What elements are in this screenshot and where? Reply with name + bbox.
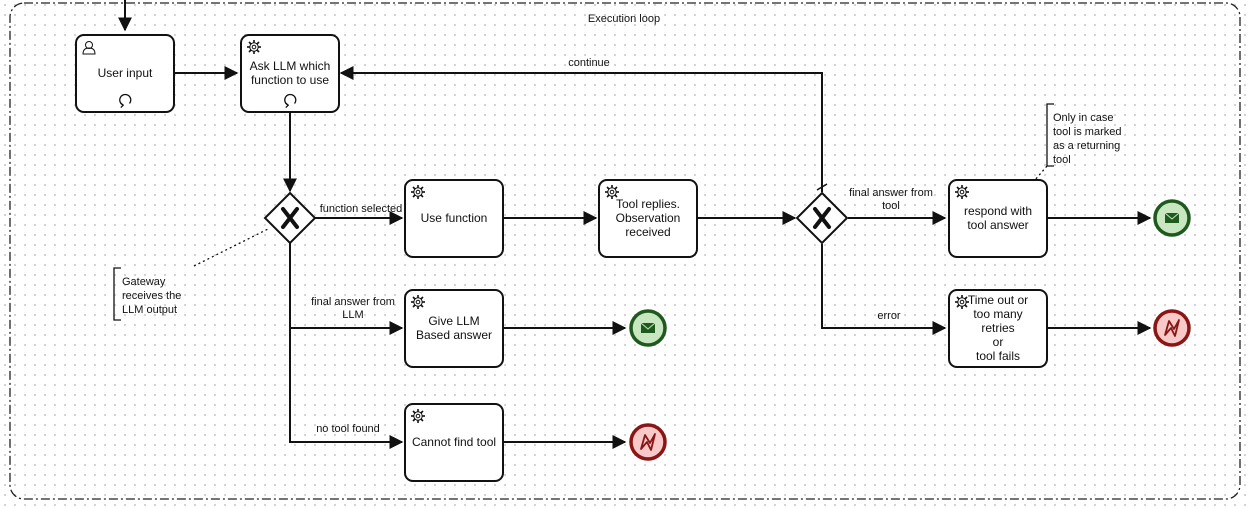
task-tool-replies[interactable]: Tool replies. Observation received [598,179,698,258]
flow-continue [339,66,823,192]
label-final-answer-tool-1: final answer from [849,187,933,199]
end-event-error-no-tool[interactable] [629,423,667,461]
task-give-llm-label-1: Give LLM [428,314,479,328]
annotation-gateway-line-3: LLM output [122,304,177,316]
user-icon [82,41,96,55]
task-tool-replies-label-2: Observation [616,211,681,225]
task-give-llm-answer[interactable]: Give LLM Based answer [404,289,504,368]
annotation-returning-line-4: tool [1053,154,1071,166]
execution-loop-group [9,2,1241,500]
envelope-icon [1164,212,1180,224]
task-respond-with-tool-answer[interactable]: respond with tool answer [948,179,1048,258]
annotation-returning-tool: Only in case tool is marked as a returni… [1034,103,1121,181]
envelope-icon [640,322,656,334]
task-respond-label-2: tool answer [967,218,1028,232]
execution-loop-label: Execution loop [588,13,660,25]
task-cannot-find-tool[interactable]: Cannot find tool [404,403,504,482]
task-ask-llm-label-2: function to use [251,73,329,87]
label-error: error [877,310,901,322]
task-use-function[interactable]: Use function [404,179,504,258]
gateway-llm-output[interactable] [263,191,317,245]
gateway-tool-result[interactable] [795,191,849,245]
task-ask-llm[interactable]: Ask LLM which function to use [240,34,340,113]
task-tool-replies-label-1: Tool replies. [616,197,680,211]
label-continue: continue [568,57,610,69]
task-timeout[interactable]: Time out or too many retries or tool fai… [948,289,1048,368]
label-function-selected: function selected [320,203,403,215]
task-tool-replies-label-3: received [625,225,670,239]
end-event-message-tool[interactable] [1153,199,1191,237]
label-final-answer-llm-2: LLM [342,309,363,321]
flow-error [821,244,947,335]
label-no-tool-found: no tool found [316,423,380,435]
task-timeout-label-1: Time out or [968,293,1028,307]
end-event-message-llm[interactable] [629,309,667,347]
annotation-returning-line-1: Only in case [1053,112,1114,124]
end-event-error-timeout[interactable] [1153,309,1191,347]
label-final-answer-llm-1: final answer from [311,296,395,308]
task-cannot-find-label: Cannot find tool [412,435,496,449]
annotation-gateway-line-2: receives the [122,290,181,302]
task-ask-llm-label-1: Ask LLM which [250,59,331,73]
flow-no-tool-found [289,328,404,449]
task-timeout-label-2: too many [973,307,1022,321]
task-user-input-label: User input [98,66,153,80]
task-use-function-label: Use function [421,211,488,225]
task-respond-label-1: respond with [964,204,1032,218]
task-give-llm-label-2: Based answer [416,328,492,342]
label-final-answer-tool-2: tool [882,200,900,212]
annotation-gateway-line-1: Gateway [122,276,166,288]
task-user-input[interactable]: User input [75,34,175,113]
annotation-returning-line-3: as a returning [1053,140,1120,152]
task-timeout-label-5: tool fails [976,349,1020,363]
annotation-gateway: Gateway receives the LLM output [113,227,271,321]
default-flow-marker [816,183,828,191]
task-timeout-label-3: retries [981,321,1014,335]
task-timeout-label-4: or [993,335,1004,349]
annotation-returning-line-2: tool is marked [1053,126,1121,138]
